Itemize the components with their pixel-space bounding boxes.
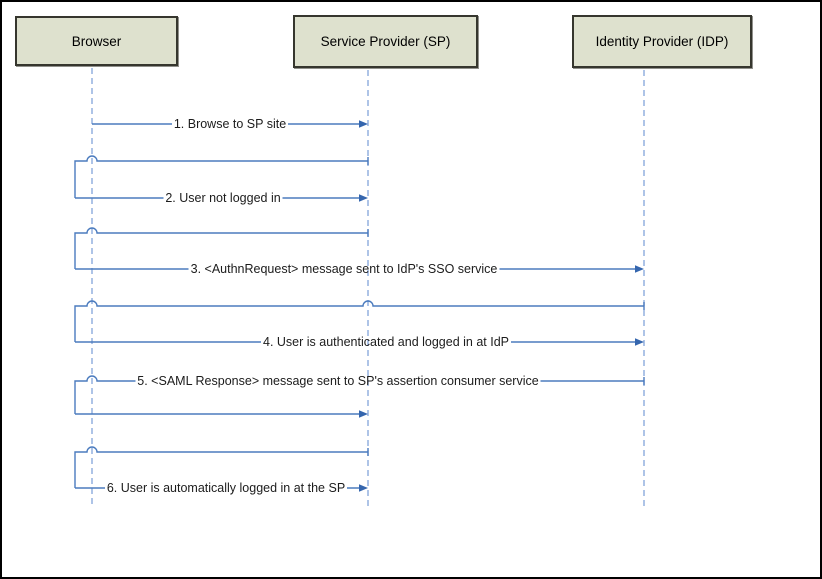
message-5-return-line: [74, 375, 644, 414]
message-2-return-line: [74, 155, 368, 198]
message-5-label: 5. <SAML Response> message sent to SP's …: [137, 374, 539, 388]
message-4-arrowhead: [635, 338, 644, 346]
message-1-arrowhead: [359, 120, 368, 128]
message-2-label: 2. User not logged in: [165, 191, 281, 205]
message-4-return-line: [74, 300, 644, 342]
message-6-label: 6. User is automatically logged in at th…: [106, 481, 346, 495]
message-6-arrowhead: [359, 484, 368, 492]
actor-service-provider-label: Service Provider (SP): [320, 34, 451, 49]
message-3-arrowhead: [635, 265, 644, 273]
message-1-label: 1. Browse to SP site: [173, 117, 287, 131]
actor-browser-label: Browser: [71, 33, 122, 49]
message-4-label: 4. User is authenticated and logged in a…: [263, 335, 509, 349]
message-5-arrowhead: [359, 410, 368, 418]
actor-identity-provider-label: Identity Provider (IDP): [595, 34, 729, 49]
message-2-arrowhead: [359, 194, 368, 202]
message-3-return-line: [74, 227, 368, 269]
message-3-label: 3. <AuthnRequest> message sent to IdP's …: [190, 262, 498, 276]
message-6-return-line: [74, 446, 368, 488]
actor-browser: Browser: [15, 16, 178, 66]
actor-service-provider: Service Provider (SP): [293, 15, 478, 68]
actor-identity-provider: Identity Provider (IDP): [572, 15, 752, 68]
